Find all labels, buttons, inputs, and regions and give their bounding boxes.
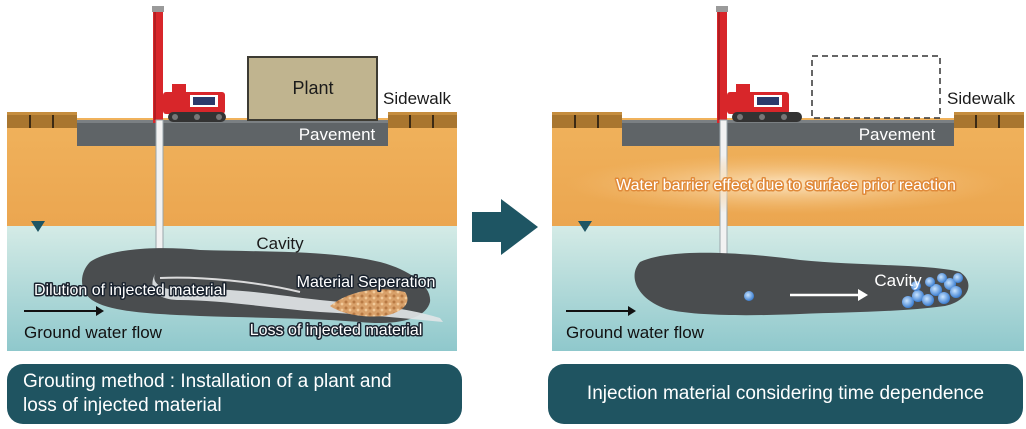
- sidewalk-blocks-left: [7, 112, 77, 128]
- material-separation-label: Material Seperation: [297, 274, 436, 291]
- drilling-rig-left: [152, 6, 226, 123]
- water-barrier-glow: [566, 154, 1006, 214]
- caption-left-line2: loss of injected material: [23, 395, 222, 416]
- water-barrier-label: Water barrier effect due to surface prio…: [616, 177, 956, 194]
- caption-left-line1: Grouting method : Installation of a plan…: [23, 371, 392, 392]
- cavity-flow-arrow: [790, 289, 868, 301]
- dilution-label: Dilution of injected material: [34, 282, 226, 299]
- cavity-right: [634, 252, 969, 316]
- right-panel: Pavement Sidewalk Water barrier effect d…: [552, 6, 1024, 351]
- plant-box: [247, 56, 378, 121]
- cavity-label-right: Cavity: [874, 271, 922, 290]
- water-table-marker-left: [31, 221, 45, 232]
- sidewalk-blocks-right: [388, 112, 457, 128]
- caption-grouting-method: Grouting method : Installation of a plan…: [7, 364, 462, 424]
- caption-right-text: Injection material considering time depe…: [586, 383, 985, 404]
- ground-water-flow-label-right: Ground water flow: [566, 323, 705, 342]
- loss-label: Loss of injected material: [250, 322, 423, 339]
- plant-label: Plant: [292, 78, 333, 98]
- ground-water-flow-arrow-right: [566, 306, 636, 316]
- sidewalk-blocks-left: [552, 112, 622, 128]
- pavement: [622, 120, 954, 146]
- no-plant-outline: [811, 55, 941, 119]
- water-table-marker-right: [578, 221, 592, 232]
- ground-water-flow-arrow-left: [24, 306, 104, 316]
- transition-arrow: [472, 199, 538, 255]
- cavity-label-left: Cavity: [256, 234, 304, 253]
- drilling-rig-right: [716, 6, 802, 123]
- caption-injection-material: Injection material considering time depe…: [548, 364, 1023, 424]
- left-panel: Pavement Plant Sidewalk Ca: [7, 6, 457, 351]
- injection-bubbles: [744, 273, 963, 308]
- ground-water-flow-label-left: Ground water flow: [24, 323, 163, 342]
- sidewalk-label: Sidewalk: [383, 89, 452, 108]
- pavement-label: Pavement: [299, 125, 376, 144]
- sidewalk-blocks-right: [954, 112, 1024, 128]
- sidewalk-label: Sidewalk: [947, 89, 1016, 108]
- pavement-label: Pavement: [859, 125, 936, 144]
- gravel-deposit: [330, 289, 408, 317]
- pavement: [77, 120, 388, 146]
